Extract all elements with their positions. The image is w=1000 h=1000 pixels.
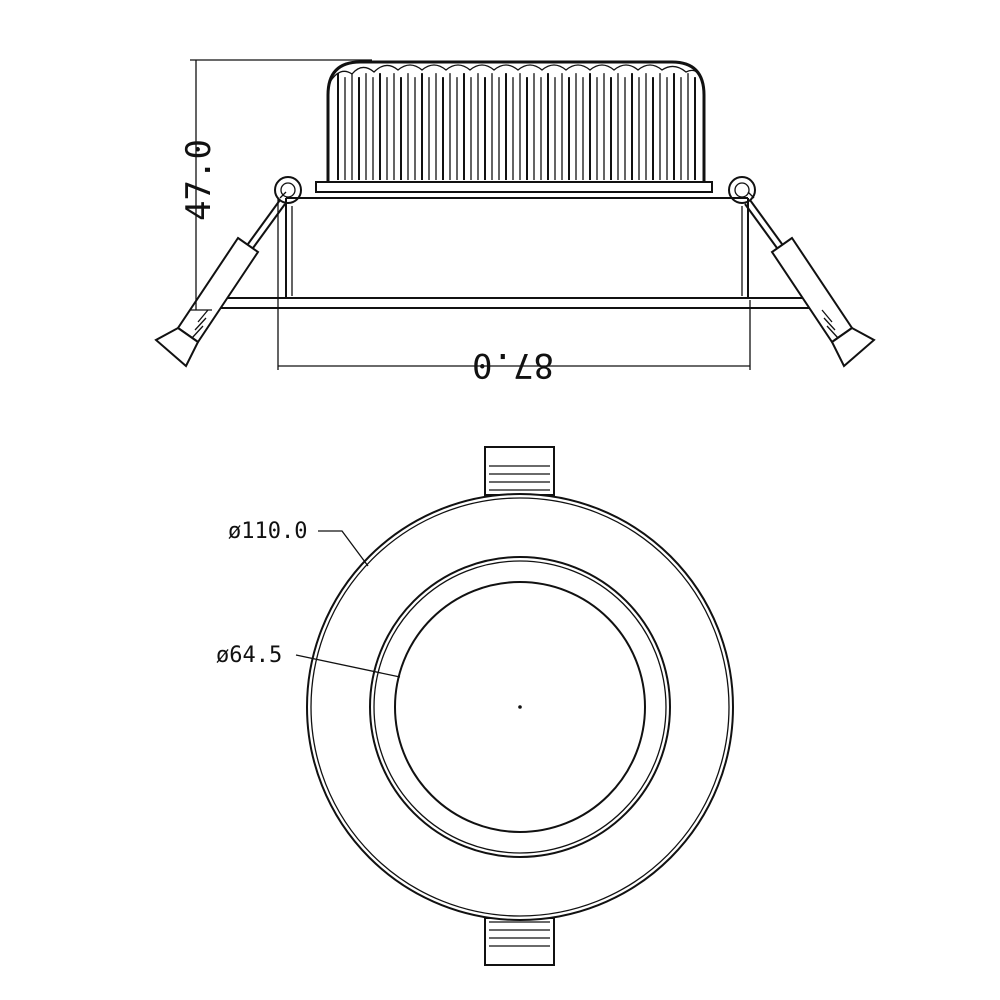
lens-opening-ring: [394, 581, 646, 833]
reflector-outer-ring: [369, 556, 671, 858]
housing: [279, 191, 755, 298]
height-dimension: 47.0: [179, 59, 372, 311]
inner-diameter-label: ø64.5: [216, 643, 282, 668]
reflector-ring-edge: [373, 560, 667, 854]
outer-flange-inner-edge: [310, 497, 730, 917]
inner-diameter-callout: ø64.5: [216, 643, 401, 678]
top-clip-tab: [484, 446, 555, 496]
side-view: 47.0 87.0: [154, 59, 876, 385]
outer-diameter-callout: ø110.0: [228, 519, 369, 567]
right-spring-clip: [728, 176, 876, 368]
outer-diameter-label: ø110.0: [228, 519, 307, 544]
width-dimension-label: 87.0: [472, 345, 554, 385]
heat-sink-fins: [337, 73, 696, 180]
bottom-clip-tab: [484, 917, 555, 966]
center-point: [518, 705, 522, 709]
left-spring-clip: [154, 176, 302, 368]
height-dimension-label: 47.0: [179, 139, 219, 221]
trim-bezel: [211, 297, 813, 309]
top-view: ø110.0 ø64.5: [216, 446, 734, 966]
width-dimension: 87.0: [277, 198, 751, 385]
heat-sink-base-plate: [315, 181, 713, 193]
heat-sink: [326, 60, 706, 182]
